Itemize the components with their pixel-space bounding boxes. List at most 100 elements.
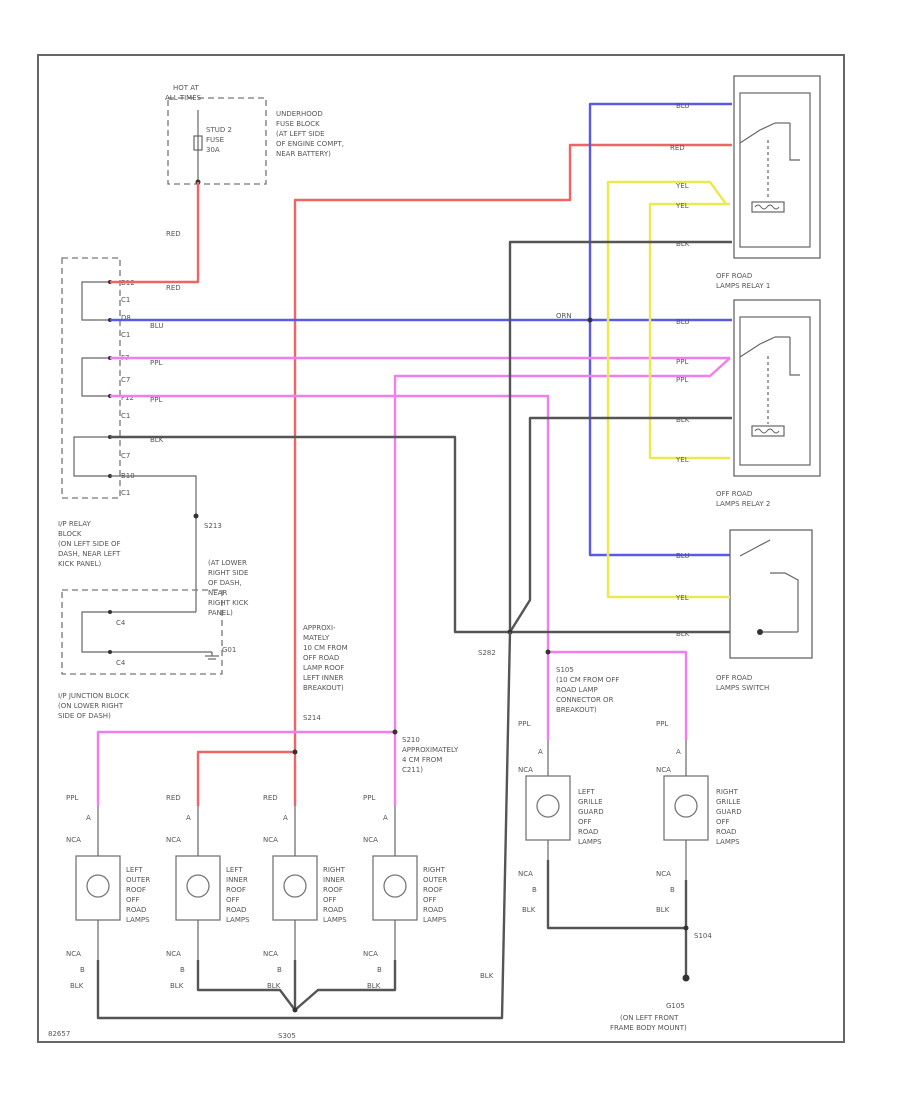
roof-lamp-1: RED A NCA LEFT INNER ROOF OFF ROAD LAMPS… (166, 794, 250, 990)
underhood-fuse-block: HOT AT ALL TIMES STUD 2 FUSE 30A UNDERHO… (165, 84, 344, 185)
s213-desc-1: RIGHT SIDE (208, 569, 248, 577)
grille-lamp-1-wire: PPL (656, 720, 668, 728)
grille-lamp-0-gnd: BLK (522, 906, 536, 914)
roof-lamp-2-label-5: LAMPS (323, 916, 347, 924)
s210-desc-0: APPROXIMATELY (402, 746, 459, 754)
grille-lamp-1-conn-a: NCA (656, 766, 671, 774)
grille-lamp-1-label-2: GUARD (716, 808, 742, 816)
roof-lamp-2-label-0: RIGHT (323, 866, 346, 874)
relay-pin-6: C1 (121, 489, 130, 497)
ip-junction-block: C4 C4 G01 I/P JUNCTION BLOCK (ON LOWER R… (58, 589, 236, 720)
roof-lamp-0-label-5: LAMPS (126, 916, 150, 924)
roof-lamp-2-label-3: OFF (323, 896, 337, 904)
roof-lamp-0-gnd: BLK (70, 982, 84, 990)
grille-lamp-0-label-1: GRILLE (578, 798, 603, 806)
off-road-lamps-switch: G01 OFF ROAD LAMPS SWITCH (716, 529, 813, 692)
relay-pin-5: C7 (121, 452, 130, 460)
s214-desc-4: LAMP ROOF (303, 664, 344, 672)
off-road-lamps-relay-1: OFF ROAD LAMPS RELAY 1 (716, 75, 821, 290)
wire-label-blk-4: BLK (676, 630, 690, 638)
wire-label-red-1: RED (166, 230, 181, 238)
fuse-desc-0: UNDERHOOD (276, 110, 323, 118)
fuse-stud-2: FUSE (206, 136, 224, 144)
lamp-bulb-icon (186, 874, 210, 898)
grille-lamp-1-label-0: RIGHT (716, 788, 739, 796)
roof-lamp-2-label-4: ROAD (323, 906, 343, 914)
roof-lamp-1-label-1: INNER (226, 876, 248, 884)
wire-blk-relay1 (508, 240, 732, 632)
grille-lamp-0-label-2: GUARD (578, 808, 604, 816)
off-road-lamps-relay-2: OFF ROAD LAMPS RELAY 2 (716, 299, 821, 508)
roof-lamp-2-wire: RED (263, 794, 278, 802)
wire-ppl-roof (96, 730, 395, 806)
relay-pin-4: C1 (121, 412, 130, 420)
wire-label-yel-3: YEL (675, 456, 689, 464)
junction-desc-2: SIDE OF DASH) (58, 712, 111, 720)
junction-desc-1: (ON LOWER RIGHT (58, 702, 124, 710)
grille-lamp-0-conn-a: NCA (518, 766, 533, 774)
roof-lamp-2-label-2: ROOF (323, 886, 343, 894)
fuse-desc-4: NEAR BATTERY) (276, 150, 331, 158)
roof-lamp-3-label-2: ROOF (423, 886, 443, 894)
s210-id: S210 (402, 736, 420, 744)
roof-lamp-0-label-0: LEFT (126, 866, 143, 874)
s214-id: S214 (303, 714, 321, 722)
roof-lamp-3-gnd: BLK (367, 982, 381, 990)
wire-blu-relay1 (588, 102, 732, 557)
fuse-stud-1: STUD 2 (206, 126, 232, 134)
wire-label-ppl-4: PPL (150, 396, 162, 404)
wire-blk-roof-4 (294, 960, 397, 1011)
junction-pin-1: C4 (116, 659, 126, 667)
roof-lamp-0-label-2: ROOF (126, 886, 146, 894)
roof-lamp-3-label-1: OUTER (423, 876, 447, 884)
relay-pin-2: C7 (121, 376, 130, 384)
roof-lamp-1-conn-b: NCA (166, 950, 181, 958)
g105-desc-1: FRAME BODY MOUNT) (610, 1024, 687, 1032)
relay2-desc-0: OFF ROAD (716, 490, 752, 498)
relay-pin-num-1: D8 (121, 314, 131, 322)
s214-desc-5: LEFT INNER (303, 674, 344, 682)
g105-id: G105 (666, 1002, 685, 1010)
roof-lamp-1-pin-a: A (186, 814, 191, 822)
grille-lamp-0-label-0: LEFT (578, 788, 595, 796)
wire-red-relay1 (293, 143, 732, 752)
s214-desc-2: 10 CM FROM (303, 644, 348, 652)
s105-desc-2: CONNECTOR OR (556, 696, 614, 704)
junction-pin-0: C4 (116, 619, 126, 627)
roof-lamp-0-pin-b: B (80, 966, 85, 974)
relay-block-desc-1: BLOCK (58, 530, 82, 538)
wire-label-ppl-3: PPL (676, 376, 688, 384)
wire-label-blu-1: BLU (150, 322, 163, 330)
grille-lamp-0: PPL A NCA LEFT GRILLE GUARD OFF ROAD LAM… (518, 720, 604, 914)
roof-lamp-1-label-5: LAMPS (226, 916, 250, 924)
fuse-stud-3: 30A (206, 146, 220, 154)
s213-desc-3: NEAR (208, 589, 227, 597)
relay-block-desc-4: KICK PANEL) (58, 560, 101, 568)
wire-label-blk-1: BLK (676, 240, 690, 248)
roof-lamp-3: PPL A NCA RIGHT OUTER ROOF OFF ROAD LAMP… (363, 794, 447, 990)
relay1-coil-icon (754, 204, 780, 210)
roof-lamp-0-pin-a: A (86, 814, 91, 822)
grille-lamp-1-label-3: OFF (716, 818, 730, 826)
s213-id: S213 (204, 522, 222, 530)
grille-lamp-1-pin-b: B (670, 886, 675, 894)
wire-ppl-2 (393, 357, 731, 732)
wire-label-blu-2: BLU (676, 318, 689, 326)
relay-block-desc-2: (ON LEFT SIDE OF (58, 540, 121, 548)
roof-lamp-3-label-0: RIGHT (423, 866, 446, 874)
wire-label-orn: ORN (556, 312, 572, 320)
relay2-coil-icon (754, 428, 780, 434)
grille-lamp-0-pin-b: B (532, 886, 537, 894)
wire-label-blu-4: BLU (676, 552, 689, 560)
footer-code: 82657 (48, 1030, 70, 1038)
relay1-desc-1: LAMPS RELAY 1 (716, 282, 770, 290)
grille-lamp-0-label-3: OFF (578, 818, 592, 826)
roof-lamp-0-label-4: ROAD (126, 906, 146, 914)
s305-id: S305 (278, 1032, 296, 1040)
s105-desc-0: (10 CM FROM OFF (556, 676, 619, 684)
fuse-icon (193, 135, 203, 151)
fuse-desc-3: OF ENGINE COMPT, (276, 140, 344, 148)
grille-lamp-0-pin-a: A (538, 748, 543, 756)
roof-lamp-1-label-2: ROOF (226, 886, 246, 894)
